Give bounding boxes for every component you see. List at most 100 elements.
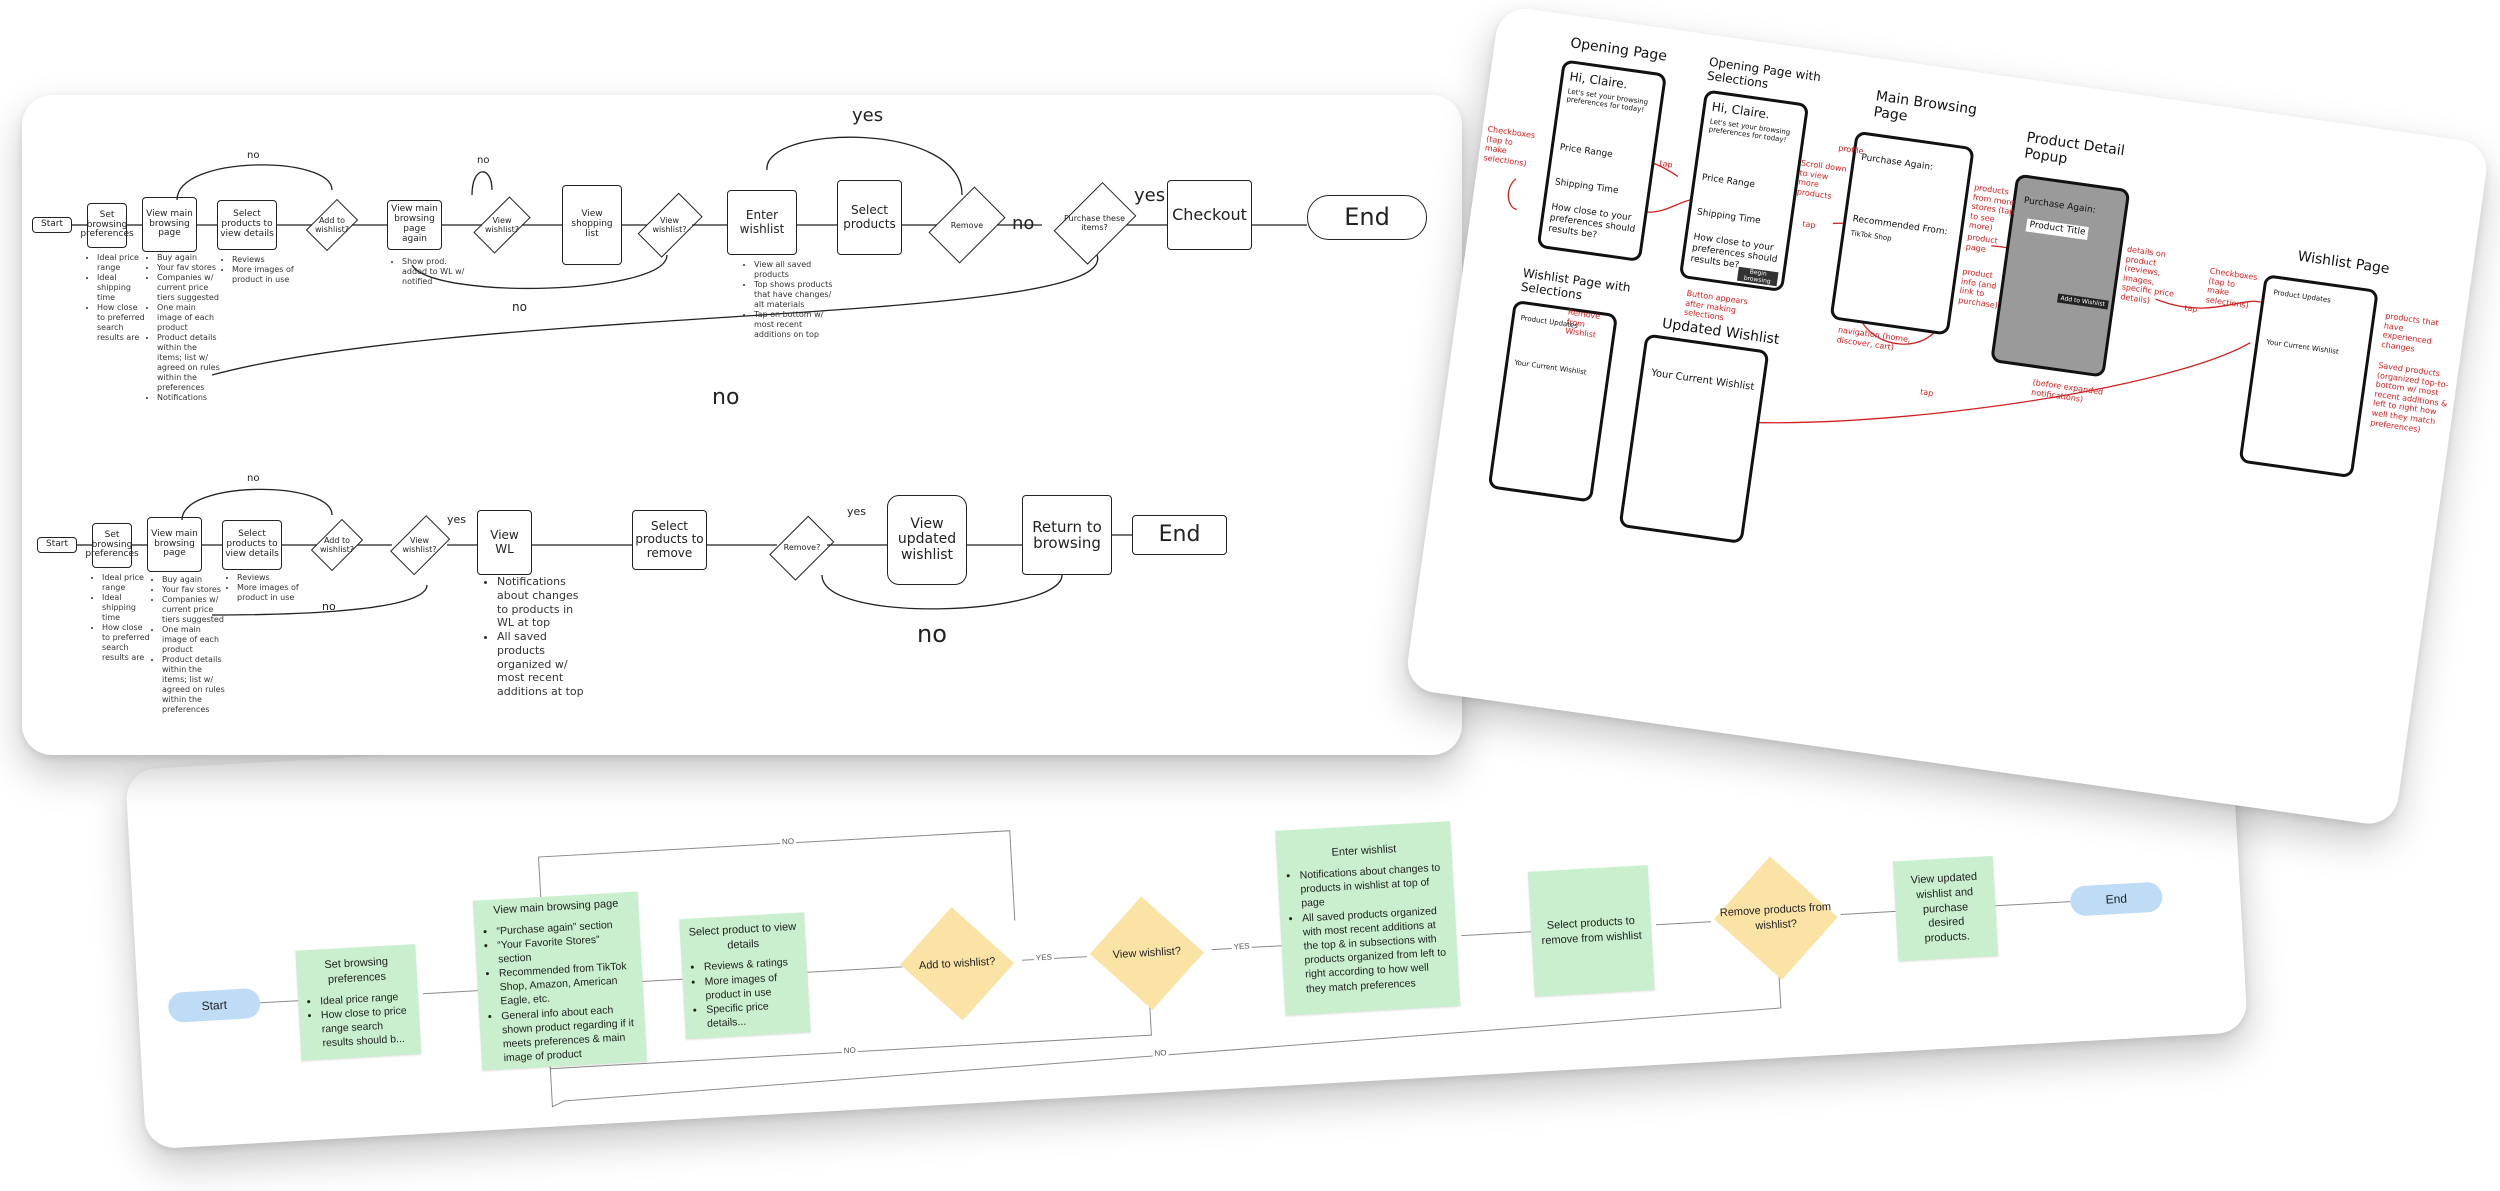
- end-node: End: [1307, 195, 1427, 240]
- view-wishlist-label: View wishlist?: [485, 216, 519, 234]
- no-label: no: [477, 155, 490, 166]
- end-node-2: End: [1132, 515, 1227, 555]
- note-checkboxes: Checkboxes (tap to make selections): [1482, 124, 1536, 168]
- notes-select: ReviewsMore images of product in use: [222, 255, 297, 285]
- main-purchase-again: Purchase Again:: [1860, 152, 1934, 173]
- add-to-wishlist-button[interactable]: Add to Wishlist: [2057, 293, 2109, 310]
- note: How close to preferred search results ar…: [102, 623, 152, 663]
- note: Notifications: [157, 393, 222, 403]
- note-remove-button: Remove from Wishlist: [1564, 307, 1601, 340]
- note: All saved products organized w/ most rec…: [497, 630, 592, 699]
- note: View all saved products: [754, 260, 839, 280]
- note: Companies w/ current price tiers suggest…: [162, 595, 227, 625]
- edge-no-label: NO: [779, 836, 797, 847]
- detail-product-title: Product Title: [2025, 218, 2090, 240]
- start-label: Start: [201, 997, 228, 1013]
- purchase-label: Purchase these items?: [1063, 213, 1126, 232]
- note: More images of product in use: [237, 583, 302, 603]
- remove-label: Remove?: [783, 543, 821, 552]
- select-product-label: Select products to view details: [220, 209, 274, 239]
- start-node: Start: [167, 987, 262, 1023]
- view-wishlist-decision: View wishlist?: [473, 190, 531, 260]
- no-label: no: [917, 620, 947, 648]
- view-main-node: View main browsing page: [142, 197, 197, 252]
- note: One main image of each product: [162, 625, 227, 655]
- remove-decision-2: Remove?: [769, 510, 835, 585]
- detail-purchase-again: Purchase Again:: [2023, 195, 2097, 216]
- no-label: no: [247, 150, 260, 161]
- view-wishlist-decision-3: View wishlist?: [389, 510, 450, 580]
- select-products-label: Select products: [843, 203, 896, 231]
- enter-wishlist-label: Enter wishlist: [739, 208, 785, 236]
- add-wishlist-decision-2: Add to wishlist?: [310, 515, 364, 575]
- note: Product details within the items; list w…: [162, 655, 227, 715]
- notes-view-wl: Notifications about changes to products …: [487, 575, 592, 699]
- remove-decision: Remove: [928, 180, 1006, 270]
- select-product-node: Select products to view details: [217, 200, 277, 250]
- select-product-title: Select product to view details: [688, 920, 797, 952]
- note-product-info: product info (and link to purchase): [1957, 266, 1999, 310]
- note: Your fav stores: [162, 585, 227, 595]
- add-wishlist-label: Add to wishlist?: [315, 216, 349, 234]
- purchase-decision: Purchase these items?: [1053, 175, 1136, 270]
- wishlist-sel-current: Your Current Wishlist: [1513, 358, 1588, 377]
- note-products-from: products from more stores (tap to see mo…: [1968, 182, 2016, 234]
- opening-price: Price Range: [1559, 142, 1614, 161]
- opening-sel-question: Let's set your browsing preferences for …: [1708, 117, 1791, 145]
- select-product-node: Select product to view details Reviews &…: [679, 912, 811, 1040]
- remove-label: Remove: [950, 220, 984, 230]
- select-to-remove-label: Select products to remove: [635, 519, 704, 560]
- view-wishlist-decision-2: View wishlist?: [637, 185, 702, 265]
- notes-main: Buy againYour fav storesCompanies w/ cur…: [147, 253, 222, 403]
- note: Buy again: [162, 575, 227, 585]
- no-label: no: [712, 385, 740, 410]
- wishlist-updates: Product Updates: [2272, 288, 2332, 305]
- remove-decision: Remove products from wishlist?: [1708, 855, 1844, 982]
- select-remove-title: Select products to remove from wishlist: [1541, 914, 1643, 947]
- return-browsing-node: Return to browsing: [1022, 495, 1112, 575]
- no-label: no: [247, 473, 260, 484]
- bullet: All saved products organized with most r…: [1302, 903, 1452, 996]
- view-wl-node: View WL: [477, 510, 532, 575]
- edge-no-label: NO: [841, 1045, 859, 1056]
- select-remove-node: Select products to remove from wishlist: [1527, 865, 1655, 997]
- end-label: End: [2105, 891, 2128, 907]
- sketch-connectors: [72, 136, 1307, 616]
- note: Ideal shipping time: [102, 593, 152, 623]
- select-product-node-2: Select products to view details: [222, 520, 282, 570]
- view-main-label: View main browsing page: [151, 528, 198, 559]
- view-updated-label: View updated wishlist: [897, 515, 957, 563]
- notes-added: Show prod. added to WL w/ notified: [392, 257, 467, 287]
- note-scroll: Scroll down to view more products: [1796, 158, 1848, 201]
- set-preferences-node-2: Set browsing preferences: [85, 523, 139, 568]
- notes-enter: View all saved productsTop shows product…: [744, 260, 839, 340]
- opening-sel-shipping: Shipping Time: [1696, 207, 1762, 227]
- select-to-remove-node: Select products to remove: [632, 510, 707, 570]
- bullet: Recommended from TikTok Shop, Amazon, Am…: [499, 959, 636, 1009]
- bullet: General info about each shown product re…: [501, 1001, 639, 1065]
- note: Buy again: [157, 253, 222, 263]
- main-browsing-title: View main browsing page: [492, 897, 619, 917]
- opening-question: Let's set your browsing preferences for …: [1565, 87, 1649, 115]
- view-shopping-node: View shopping list: [562, 185, 622, 265]
- note: Ideal shipping time: [97, 273, 147, 303]
- start-node-2: Start: [37, 537, 77, 553]
- yes-label: yes: [1134, 185, 1166, 206]
- note: Show prod. added to WL w/ notified: [402, 257, 467, 287]
- view-main-label: View main browsing page: [146, 208, 193, 239]
- note: Top shows products that have changes/ al…: [754, 280, 839, 310]
- note-details: details on product (reviews, images, spe…: [2119, 244, 2175, 306]
- checkout-node: Checkout: [1167, 180, 1252, 250]
- opening-close: How close to your preferences should res…: [1547, 202, 1636, 241]
- note: One main image of each product: [157, 303, 222, 333]
- set-preferences-node: Set browsing preferences: [80, 203, 134, 248]
- view-wishlist-label: View wishlist?: [652, 216, 687, 234]
- enter-wishlist-node: Enter wishlist: [727, 190, 797, 255]
- add-to-wishlist-decision: Add to wishlist?: [894, 906, 1020, 1023]
- wireframes-card: Opening Page Hi, Claire. Let's set your …: [1403, 5, 2491, 828]
- note: Reviews: [232, 255, 297, 265]
- note: How close to preferred search results ar…: [97, 303, 147, 343]
- edge-yes-label: YES: [1033, 952, 1055, 963]
- notes-preferences-2: Ideal price rangeIdeal shipping timeHow …: [92, 573, 152, 663]
- sketch-flow-card: Start Set browsing preferences View main…: [22, 95, 1462, 755]
